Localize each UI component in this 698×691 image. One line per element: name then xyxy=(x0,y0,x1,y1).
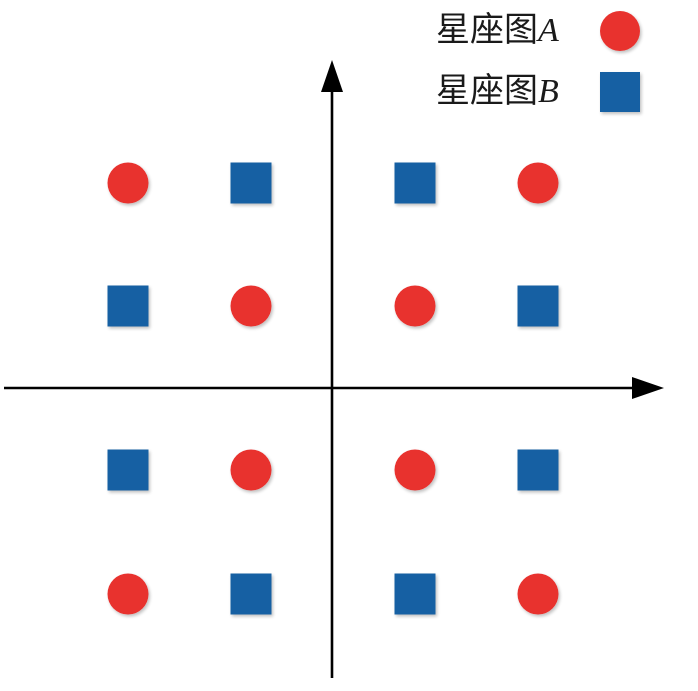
legend-a-label: 星座图A xyxy=(436,13,559,48)
constellation-b-point xyxy=(107,449,149,491)
y-axis-arrow-icon xyxy=(321,60,343,92)
legend-b-var: B xyxy=(538,73,559,110)
constellation-b-point xyxy=(230,162,272,204)
legend-a-var: A xyxy=(538,12,559,49)
constellation-a-point xyxy=(394,449,436,491)
constellation-b-point xyxy=(517,285,559,327)
constellation-b-point xyxy=(230,573,272,615)
constellation-a-point xyxy=(394,285,436,327)
constellation-a-point xyxy=(230,285,272,327)
legend-b-text: 星座图 xyxy=(436,71,538,111)
constellation-a-point xyxy=(107,573,149,615)
legend-b-square-icon xyxy=(600,72,640,112)
legend-b-label: 星座图B xyxy=(436,74,559,109)
constellation-b-point xyxy=(394,573,436,615)
constellation-b-point xyxy=(107,285,149,327)
constellation-b-point xyxy=(394,162,436,204)
constellation-a-point xyxy=(230,449,272,491)
axes xyxy=(4,60,664,678)
constellation-points xyxy=(107,162,559,615)
constellation-a-point xyxy=(517,162,559,204)
legend-marks xyxy=(600,11,640,112)
legend-a-circle-icon xyxy=(600,11,640,51)
legend-a-text: 星座图 xyxy=(436,10,538,50)
constellation-a-point xyxy=(517,573,559,615)
constellation-a-point xyxy=(107,162,149,204)
constellation-b-point xyxy=(517,449,559,491)
x-axis-arrow-icon xyxy=(632,377,664,399)
